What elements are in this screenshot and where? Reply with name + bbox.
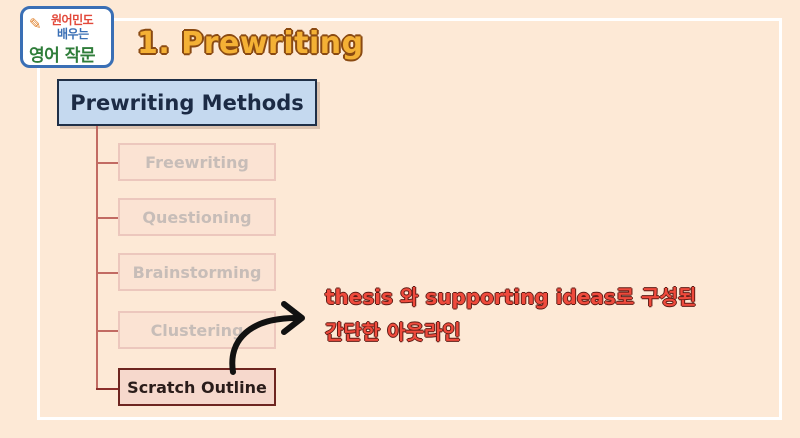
method-node-freewriting: Freewriting xyxy=(118,143,276,181)
tree-branch-line xyxy=(96,388,118,390)
method-node-scratch-outline: Scratch Outline xyxy=(118,368,276,406)
tree-branch-line xyxy=(96,217,118,219)
slide-title: 1. Prewriting xyxy=(137,26,364,61)
method-node-questioning: Questioning xyxy=(118,198,276,236)
tree-trunk-line xyxy=(96,126,98,389)
annotation-line-2: 간단한 아웃라인 xyxy=(325,320,461,344)
logo-line-1: 원어민도 xyxy=(51,13,94,27)
method-node-brainstorming: Brainstorming xyxy=(118,253,276,291)
annotation-line-1: thesis 와 supporting ideas로 구성된 xyxy=(325,285,697,309)
logo: ✎ 원어민도 배우는 영어 작문 xyxy=(20,6,114,68)
slide-frame xyxy=(37,18,782,420)
diagram-root-node: Prewriting Methods xyxy=(57,79,317,126)
tree-branch-line xyxy=(96,330,118,332)
tree-branch-line xyxy=(96,272,118,274)
logo-line-3: 영어 작문 xyxy=(29,46,95,66)
pencil-icon: ✎ xyxy=(29,15,42,33)
tree-branch-line xyxy=(96,162,118,164)
logo-line-2: 배우는 xyxy=(57,27,89,41)
